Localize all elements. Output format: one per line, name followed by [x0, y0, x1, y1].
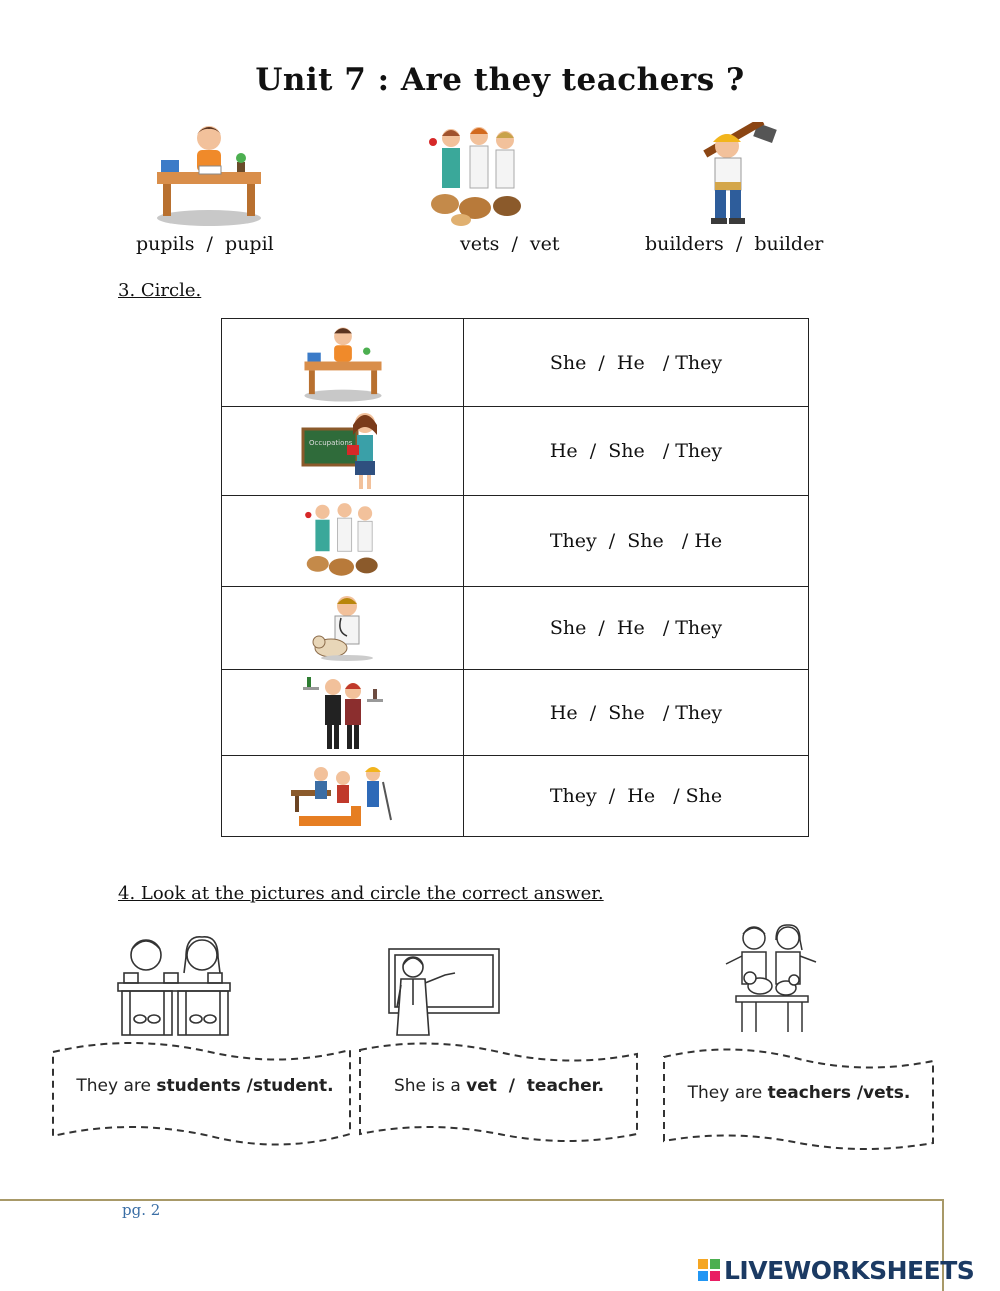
table-row: They / She / He: [221, 495, 809, 587]
pronoun-options[interactable]: He / She / They: [463, 669, 809, 756]
answer-choices[interactable]: students /student.: [156, 1076, 334, 1096]
builder-icon: [683, 117, 779, 234]
answer-choices[interactable]: vet / teacher.: [466, 1076, 605, 1096]
section-4-heading: 4. Look at the pictures and circle the c…: [118, 883, 604, 904]
answer-banner-1: They are students /student.: [50, 1038, 360, 1148]
answer-banner-2: She is a vet / teacher.: [357, 1038, 641, 1148]
answer-sentence-3[interactable]: They are teachers /vets.: [661, 1083, 937, 1103]
pronoun-options[interactable]: She / He / They: [463, 586, 809, 670]
table-row: They / He / She: [221, 755, 809, 837]
answer-choices[interactable]: teachers /vets.: [767, 1083, 911, 1103]
sentence-prefix: She is a: [393, 1076, 467, 1096]
sentence-prefix: They are: [76, 1076, 157, 1096]
vocab-label-pupils: pupils / pupil: [136, 233, 274, 255]
students-at-desk-icon: [116, 933, 234, 1043]
section-3-heading: 3. Circle.: [118, 280, 202, 301]
pronoun-options[interactable]: They / He / She: [463, 755, 809, 837]
vocab-label-vets: vets / vet: [460, 233, 560, 255]
answer-sentence-2[interactable]: She is a vet / teacher.: [357, 1076, 641, 1096]
vet-with-dog-icon: [221, 586, 464, 670]
pronoun-options[interactable]: She / He / They: [463, 318, 809, 407]
footer-border: [0, 1199, 944, 1291]
pronoun-options[interactable]: He / She / They: [463, 406, 809, 496]
vets-group-icon: [425, 122, 529, 232]
table-row: She / He / They: [221, 586, 809, 670]
vets-with-pets-icon: [720, 922, 822, 1040]
pronoun-options[interactable]: They / She / He: [463, 495, 809, 587]
answer-sentence-1[interactable]: They are students /student.: [50, 1076, 360, 1096]
liveworksheets-logo-icon: [698, 1259, 720, 1281]
teacher-at-board-icon: Occupations: [221, 406, 464, 496]
table-row: Occupations He / She / They: [221, 406, 809, 496]
svg-text:Occupations: Occupations: [309, 439, 353, 447]
waiters-icon: [221, 669, 464, 756]
sentence-prefix: They are: [687, 1083, 768, 1103]
table-row: She / He / They: [221, 318, 809, 407]
vocab-label-builders: builders / builder: [645, 233, 824, 255]
circle-table: She / He / They Occupations He / She / T…: [221, 318, 809, 837]
page-number: pg. 2: [122, 1201, 161, 1219]
pupil-at-desk-icon: [221, 318, 464, 407]
page-title: Unit 7 : Are they teachers ?: [255, 62, 745, 98]
answer-banner-3: They are teachers /vets.: [661, 1043, 937, 1155]
teacher-at-board-icon: [385, 945, 503, 1041]
builders-group-icon: [221, 755, 464, 837]
table-row: He / She / They: [221, 669, 809, 756]
pupil-at-desk-icon: [153, 120, 265, 232]
vets-group-icon: [221, 495, 464, 587]
liveworksheets-logo[interactable]: LIVEWORKSHEETS: [724, 1256, 975, 1285]
